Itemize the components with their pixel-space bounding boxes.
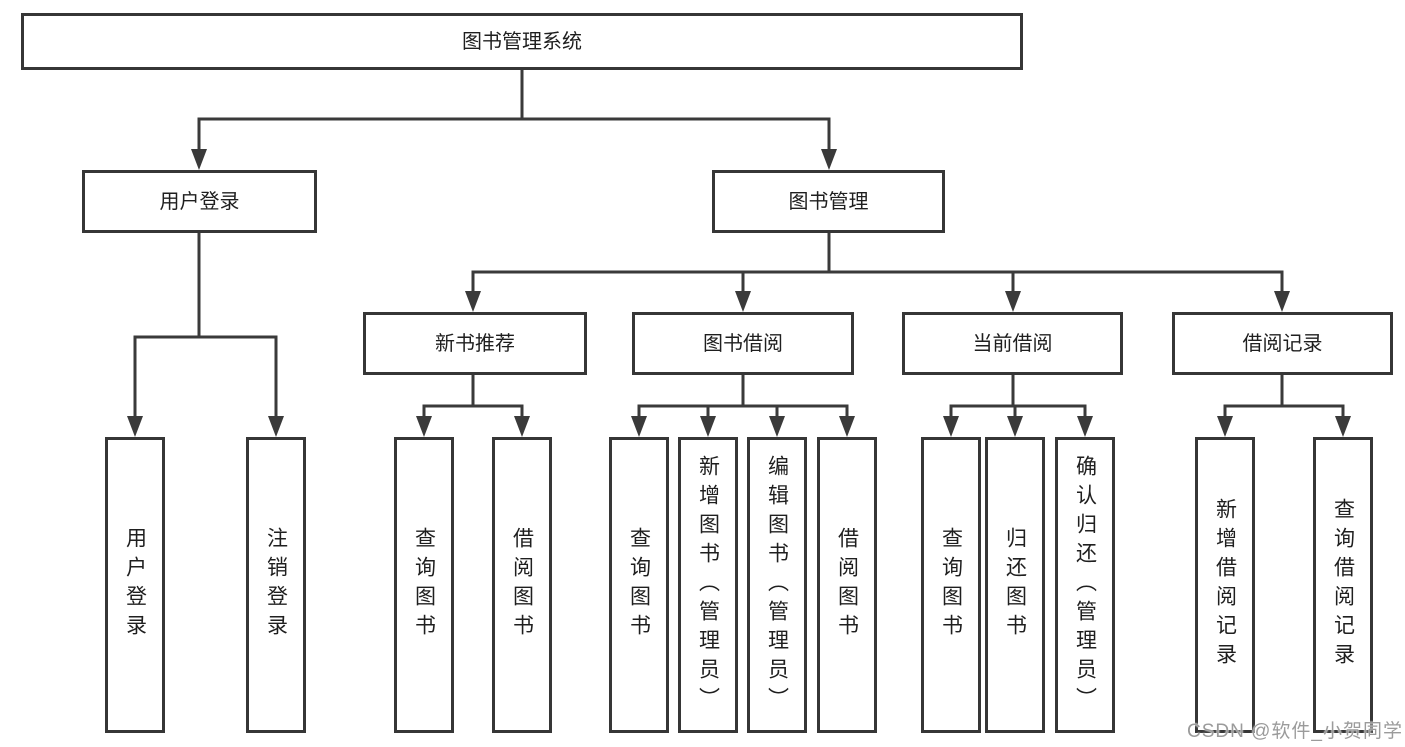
node-user-login: 用户登录 xyxy=(82,170,317,233)
leaf-recommend-borrow-books: 借阅图书 xyxy=(492,437,552,733)
leaf-edit-books-admin: 编辑图书（管理员） xyxy=(747,437,807,733)
csdn-watermark: CSDN @软件_小贺同学 xyxy=(1187,721,1403,742)
leaf-logout: 注销登录 xyxy=(246,437,306,733)
leaf-borrowing-query-books: 查询图书 xyxy=(609,437,669,733)
node-book-borrowing: 图书借阅 xyxy=(632,312,854,375)
node-borrowing-records: 借阅记录 xyxy=(1172,312,1393,375)
leaf-query-borrow-record: 查询借阅记录 xyxy=(1313,437,1373,733)
leaf-confirm-return-admin: 确认归还（管理员） xyxy=(1055,437,1115,733)
leaf-add-books-admin: 新增图书（管理员） xyxy=(678,437,738,733)
leaf-add-borrow-record: 新增借阅记录 xyxy=(1195,437,1255,733)
leaf-user-login: 用户登录 xyxy=(105,437,165,733)
leaf-current-query-books: 查询图书 xyxy=(921,437,981,733)
node-new-book-recommend: 新书推荐 xyxy=(363,312,587,375)
leaf-borrow-books: 借阅图书 xyxy=(817,437,877,733)
node-root-system: 图书管理系统 xyxy=(21,13,1023,70)
leaf-recommend-query-books: 查询图书 xyxy=(394,437,454,733)
node-current-borrowing: 当前借阅 xyxy=(902,312,1123,375)
leaf-return-books: 归还图书 xyxy=(985,437,1045,733)
node-book-management: 图书管理 xyxy=(712,170,945,233)
